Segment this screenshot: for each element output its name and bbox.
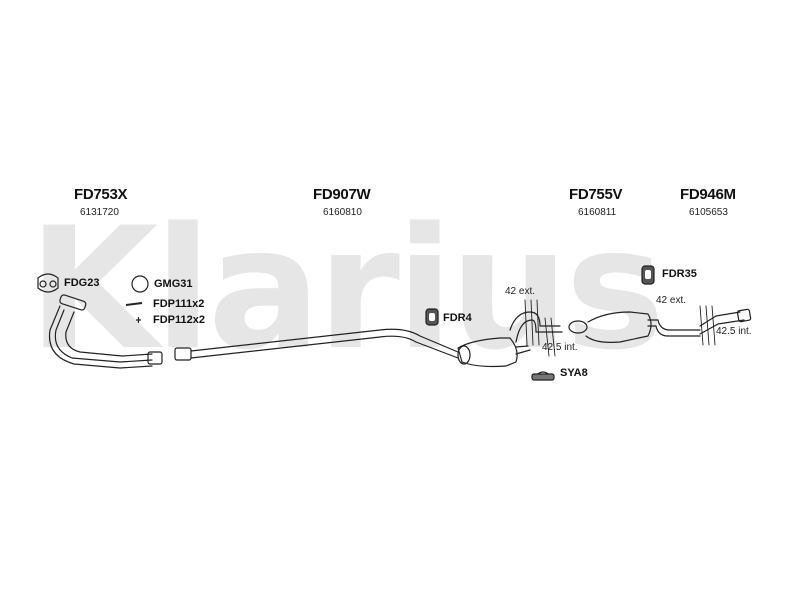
bolt-icon-fdp111 [125,302,143,306]
part-label-fdr35: FDR35 [662,268,697,280]
dimension-label-ext-1: 42 ext. [505,286,536,297]
center-pipe-rear-silencer [509,311,701,343]
dimension-label-int-2: 42.5 int. [716,326,752,337]
part-label-gmg31: GMG31 [154,278,193,290]
gasket-icon-fdg23 [37,273,59,293]
assembly-number-fd755v: 6160811 [578,207,617,218]
intermediate-pipe [174,328,531,368]
assembly-number-fd907w: 6160810 [323,207,362,218]
part-label-fdp112: FDP112x2 [153,314,205,326]
part-label-fdp111: FDP111x2 [153,298,205,310]
nut-icon-fdp112 [136,317,141,323]
tail-pipe [699,308,752,335]
ring-icon-gmg31 [131,275,149,293]
assembly-code-fd946m: FD946M [680,186,736,203]
dimension-label-ext-2: 42 ext. [656,295,687,306]
dimension-label-int-1: 42.5 int. [542,342,578,353]
part-label-fdg23: FDG23 [64,277,100,289]
assembly-number-fd946m: 6105653 [689,207,728,218]
assembly-number-fd753x: 6131720 [80,207,119,218]
part-label-sya8: SYA8 [560,367,588,379]
front-downpipe [48,294,163,369]
part-label-fdr4: FDR4 [443,312,472,324]
dimension-marks [524,299,716,357]
clamp-icon-sya8 [531,371,555,381]
assembly-code-fd753x: FD753X [74,186,128,203]
rubber-mount-icon-fdr35 [641,265,655,285]
assembly-code-fd755v: FD755V [569,186,623,203]
assembly-code-fd907w: FD907W [313,186,371,203]
rubber-mount-icon-fdr4 [425,308,439,326]
